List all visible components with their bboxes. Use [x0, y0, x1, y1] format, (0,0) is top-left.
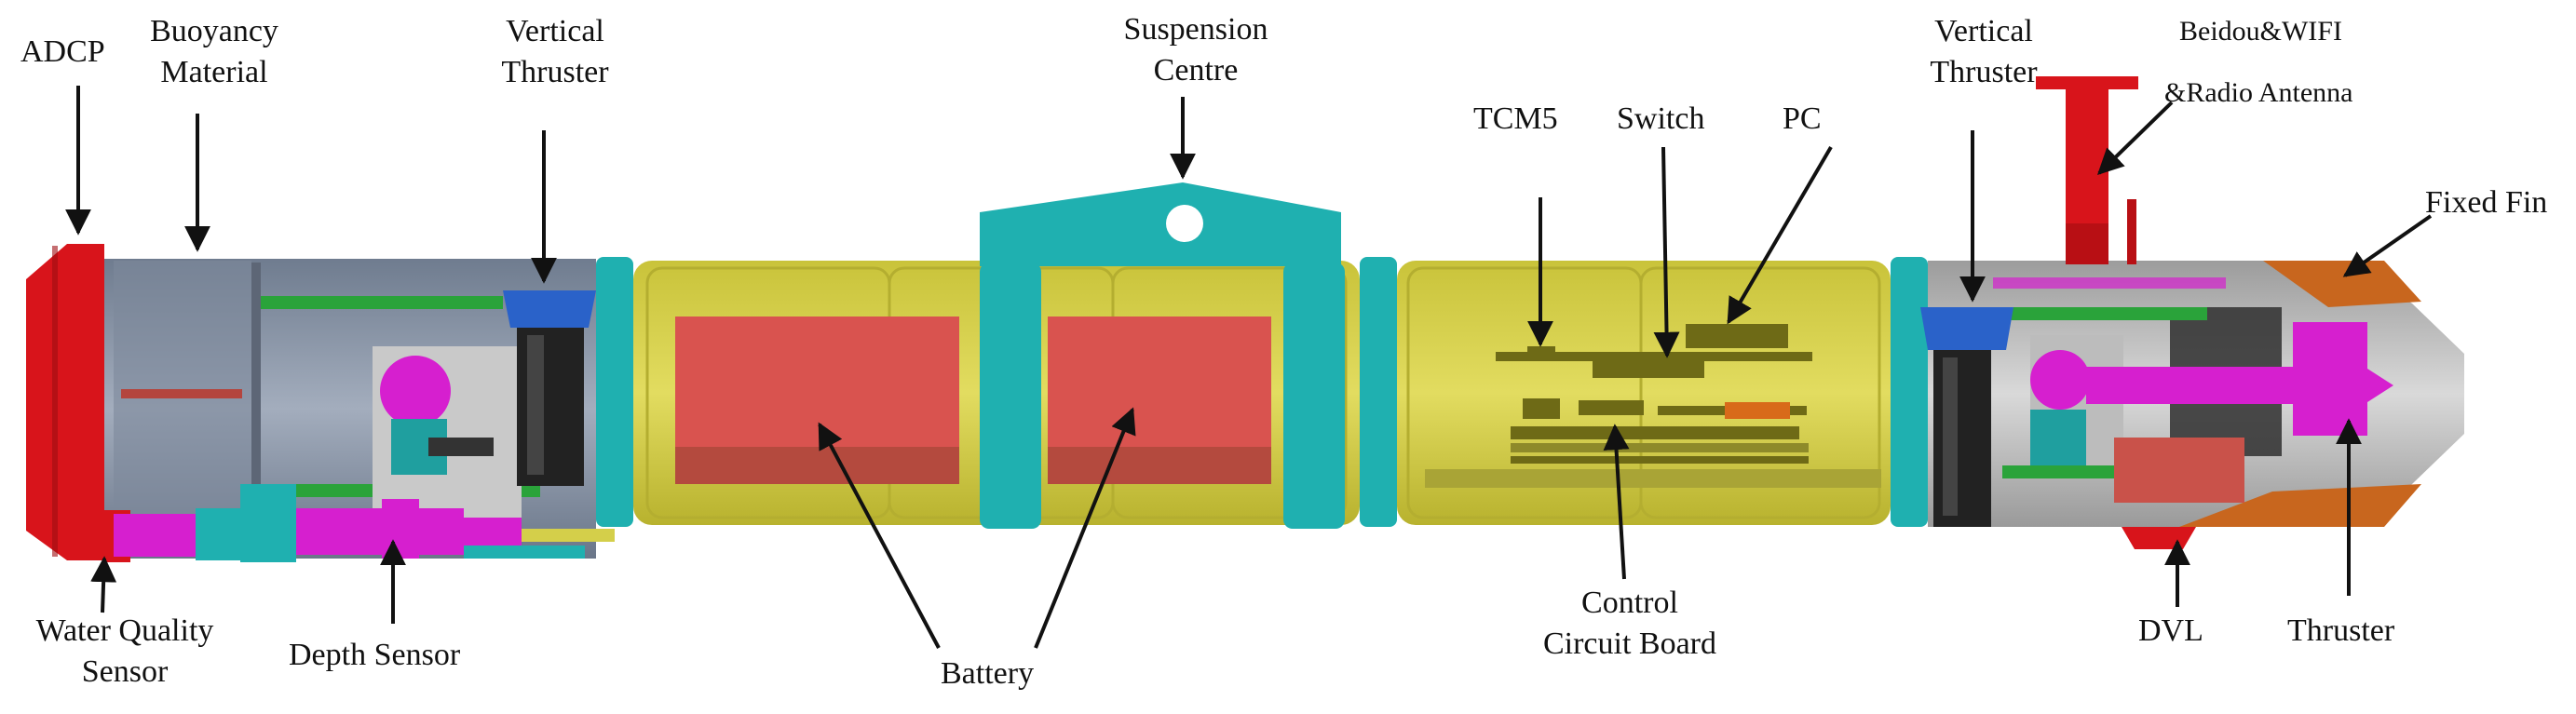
- label-water-quality-sensor: Water Quality Sensor: [36, 611, 214, 693]
- coupling-ring-3: [1891, 257, 1928, 527]
- label-ccb-line2: Circuit Board: [1542, 626, 1717, 661]
- label-vtr-line1: Vertical: [1934, 14, 2033, 48]
- adcp: [26, 244, 104, 560]
- arrow-water-quality: [90, 556, 117, 613]
- label-wq-line2: Sensor: [81, 654, 169, 689]
- label-thruster: Thruster: [2287, 613, 2395, 648]
- label-depth-sensor: Depth Sensor: [289, 638, 461, 672]
- arrow-battery-left: [818, 422, 941, 649]
- label-pc: PC: [1783, 101, 1822, 136]
- arrow-fixed-fin: [2342, 214, 2433, 277]
- label-vertical-thruster-left: Vertical Thruster: [501, 11, 608, 93]
- main-thruster: [2293, 322, 2367, 436]
- arrow-pc: [1727, 145, 1833, 325]
- arrow-antenna: [2096, 101, 2174, 175]
- coupling-ring-1: [596, 257, 633, 527]
- tcm5-module: [1527, 346, 1555, 359]
- label-suspension-line2: Centre: [1153, 53, 1239, 88]
- arrow-control-board: [1603, 424, 1630, 580]
- vertical-thruster-left: [503, 290, 596, 486]
- control-circuit-board: [1511, 426, 1799, 439]
- label-wq-line1: Water Quality: [35, 613, 214, 648]
- electronics-section: [1397, 261, 1891, 525]
- sensor-assembly: [102, 484, 615, 562]
- antenna-mast: [2036, 76, 2138, 264]
- label-ccb-line1: Control: [1581, 586, 1678, 620]
- arrow-battery-right: [1034, 407, 1136, 649]
- pc-module: [1686, 324, 1788, 348]
- label-battery: Battery: [941, 656, 1035, 691]
- label-tcm5: TCM5: [1473, 101, 1558, 136]
- arrow-switch: [1653, 146, 1680, 358]
- label-buoyancy-material: Buoyancy Material: [150, 11, 278, 93]
- label-buoyancy-line2: Material: [160, 55, 268, 89]
- label-switch: Switch: [1617, 101, 1705, 136]
- label-suspension-line1: Suspension: [1123, 12, 1268, 47]
- label-antenna-line2: &Radio Antenna: [2164, 77, 2353, 108]
- switch-module: [1593, 357, 1704, 378]
- label-vtl-line1: Vertical: [506, 14, 604, 48]
- label-dvl: DVL: [2138, 613, 2203, 648]
- coupling-ring-2: [1360, 257, 1397, 527]
- label-vtr-line2: Thruster: [1930, 55, 2038, 89]
- label-adcp: ADCP: [20, 34, 105, 69]
- label-buoyancy-line1: Buoyancy: [150, 14, 278, 48]
- label-antenna-line1: Beidou&WIFI: [2179, 16, 2342, 47]
- leader-arrows: [65, 86, 2433, 649]
- tail-section: [1928, 261, 2464, 549]
- label-control-circuit-board: Control Circuit Board: [1543, 583, 1716, 665]
- fixed-fin-bottom: [2179, 484, 2421, 527]
- label-suspension-centre: Suspension Centre: [1124, 9, 1268, 91]
- dvl: [2122, 527, 2196, 549]
- vertical-thruster-right: [1920, 307, 2013, 527]
- suspension-frame: [980, 182, 1345, 529]
- label-vertical-thruster-right: Vertical Thruster: [1930, 11, 2037, 93]
- fixed-fin-top: [2263, 261, 2421, 307]
- label-fixed-fin: Fixed Fin: [2425, 185, 2548, 220]
- label-vtl-line2: Thruster: [501, 55, 609, 89]
